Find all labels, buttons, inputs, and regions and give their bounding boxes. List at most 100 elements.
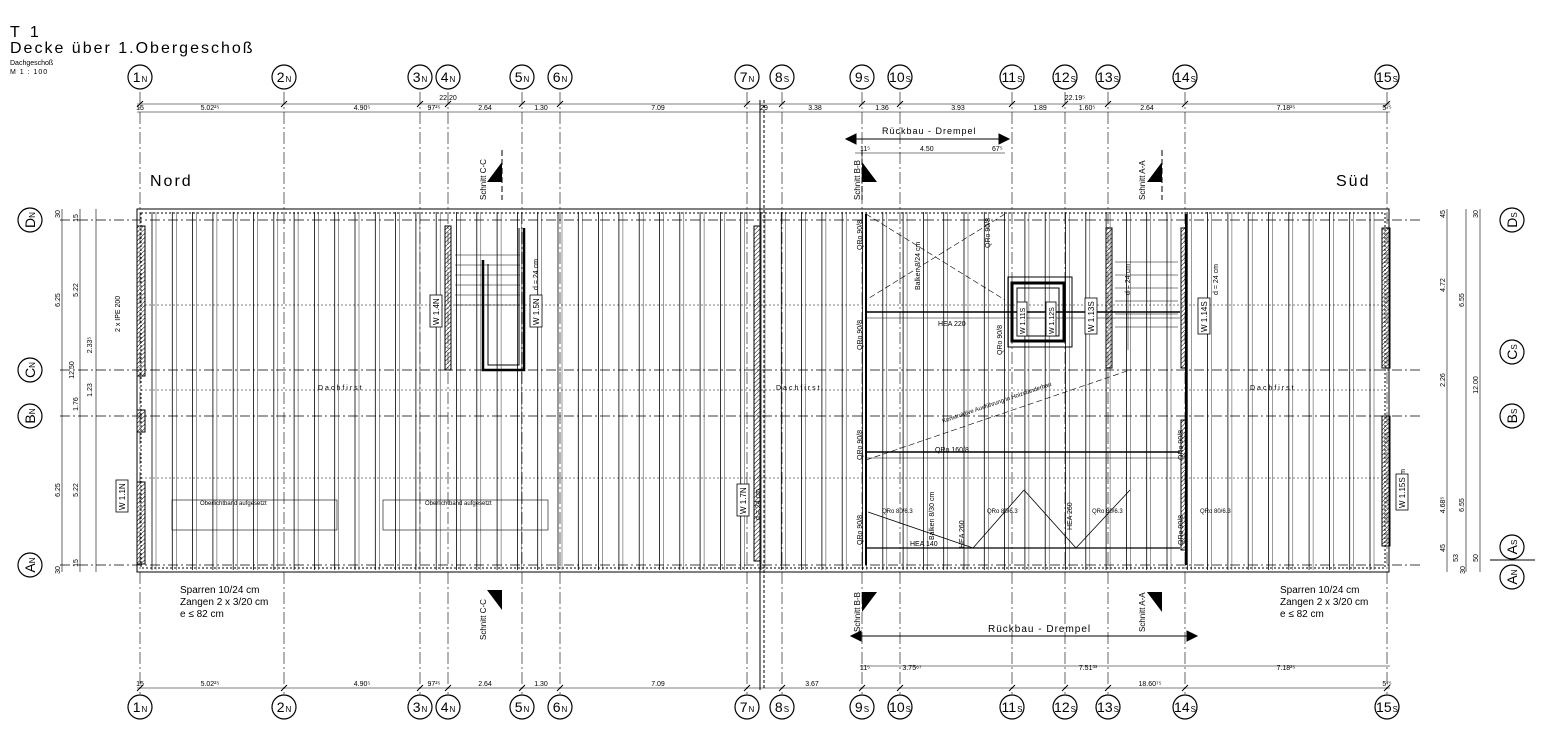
section-bb-bottom (862, 592, 877, 612)
drawing-title: Decke über 1.Obergeschoß (10, 40, 255, 57)
svg-text:W 1.4N: W 1.4N (432, 298, 441, 325)
svg-text:4N: 4N (441, 699, 456, 715)
axis-bubble-top-8S: 8S (769, 64, 795, 90)
svg-text:W 1.14S: W 1.14S (1200, 301, 1209, 332)
wall-1-7 (753, 225, 761, 562)
svg-text:7N: 7N (740, 699, 755, 715)
axis-bubble-bottom-12S: 12S (1052, 694, 1078, 720)
dim-left-4: 12.50 (69, 361, 76, 379)
dim-bottom-9: 3.75⁶⁷ (902, 665, 922, 672)
dim-left-9: 5.22 (73, 483, 80, 497)
post-qro90-8: QRo 90/8 (1178, 515, 1185, 545)
wall-thickness-1-13: d = 24 cm (1125, 264, 1132, 295)
svg-text:6N: 6N (553, 699, 568, 715)
dim-left-2: 6.25 (55, 293, 62, 307)
svg-text:W 1.12S: W 1.12S (1049, 307, 1056, 334)
axis-bubble-top-4N: 4N (435, 64, 461, 90)
section-cc-label-top: Schnitt C-C (479, 159, 488, 200)
dim-bottom-2: 4.90⁵ (354, 681, 371, 688)
dim-left-6: 1.76 (73, 397, 80, 411)
dim-top-11: 1.89 (1033, 105, 1047, 112)
dim-top-2: 4.90⁵ (354, 105, 371, 112)
wall-thickness-1-7: d = 24 cm (755, 489, 762, 520)
wall-tag-1-5: W 1.5N (529, 294, 543, 328)
svg-text:W 1.1N: W 1.1N (118, 483, 127, 510)
axis-bubble-left-CN: CN (17, 357, 43, 383)
rueckbau-bottom-label: Rückbau - Drempel (988, 624, 1091, 635)
post-qro80-1: QRo 80/6.3 (882, 509, 913, 515)
north-label: Nord (150, 173, 193, 190)
post-qro90-1: QRo 90/8 (857, 220, 864, 250)
dim-right-7: 6.55 (1459, 498, 1466, 512)
axis-bubble-top-10S: 10S (887, 64, 913, 90)
svg-text:7N: 7N (740, 69, 755, 85)
skylight-label-2: Oberlichtband aufgesetzt (425, 501, 492, 507)
axis-bubble-right-AN-4: AN (1499, 564, 1525, 590)
tie-spec-south: Zangen 2 x 3/20 cm (1280, 597, 1368, 608)
axis-bubble-bottom-4N: 4N (435, 694, 461, 720)
post-qro80-3: QRo 80/6.3 (1092, 509, 1123, 515)
svg-text:AN: AN (22, 557, 38, 572)
dim-right-4: 2.26 (1440, 373, 1447, 387)
spacing-spec-north: e ≤ 82 cm (180, 609, 224, 620)
post-qro90-5: QRo 90/8 (985, 218, 992, 248)
wall-1-1-lower (136, 481, 146, 565)
skylight-bands (171, 499, 549, 531)
beam-hea220: HEA 220 (938, 321, 966, 328)
svg-text:14S: 14S (1174, 69, 1196, 85)
axis-bubble-right-AS-3: AS (1499, 534, 1525, 560)
axis-bubble-top-12S: 12S (1052, 64, 1078, 90)
dim-bottom-8: 11⁵ (860, 665, 870, 672)
wall-tag-1-11: W 1.11S (1016, 301, 1028, 337)
south-label: Süd (1336, 173, 1370, 190)
dim-top-4: 2.64 (478, 105, 492, 112)
svg-text:1N: 1N (133, 69, 148, 85)
timber-beam-824: Balken 8/24 cm (915, 242, 922, 290)
post-qro90-7: QRo 90/8 (1178, 430, 1185, 460)
svg-text:AS: AS (1504, 540, 1520, 555)
axis-bubble-left-DN: DN (17, 207, 43, 233)
axis-bubble-bottom-13S: 13S (1095, 694, 1121, 720)
building-outline (136, 100, 1390, 690)
dim-bottom-7: 3.67 (805, 681, 819, 688)
dim-bottom-13: 5⁷⁵ (1382, 681, 1391, 688)
axis-bubble-right-BS-2: BS (1499, 403, 1525, 429)
dim-bottom-5: 1.30 (534, 681, 548, 688)
post-qro80-4: QRo 80/6.3 (1200, 509, 1231, 515)
axis-bubble-left-AN: AN (17, 552, 43, 578)
dim-bottom-11: 18.60⁷⁵ (1139, 681, 1162, 688)
svg-text:15S: 15S (1376, 699, 1398, 715)
dim-top-7: 29 (760, 105, 768, 112)
svg-text:DN: DN (22, 212, 38, 228)
svg-text:DS: DS (1504, 212, 1520, 227)
dim-top-14: 7.18²⁵ (1277, 105, 1296, 112)
svg-text:5N: 5N (515, 69, 530, 85)
dim-top-6: 7.09 (651, 105, 665, 112)
axis-bubble-bottom-9S: 9S (849, 694, 875, 720)
ipe-label: 2 x IPE 200 (115, 296, 122, 332)
dim-right-6: 4.68⁵ (1440, 497, 1447, 514)
section-aa-top (1147, 162, 1162, 182)
dim-top-12: 1.60⁵ (1079, 105, 1096, 112)
dim-overall-north: 22.20 (439, 95, 457, 102)
floor-label: Dachgeschoß (10, 60, 54, 67)
wall-1-15-lower (1381, 415, 1391, 547)
svg-text:2N: 2N (277, 69, 292, 85)
svg-text:13S: 13S (1097, 699, 1119, 715)
dim-top-13: 2.64 (1140, 105, 1154, 112)
section-cc-label-bottom: Schnitt C-C (479, 599, 488, 640)
post-qro90-3: QRo 90/8 (857, 430, 864, 460)
svg-text:3N: 3N (413, 69, 428, 85)
svg-text:W 1.7N: W 1.7N (739, 487, 748, 514)
dim-right-10: 53 (1453, 554, 1460, 562)
ridge-label-south: Dachfirst (1250, 385, 1296, 392)
ridge-label-mid: Dachfirst (776, 385, 822, 392)
axis-bubble-bottom-15S: 15S (1374, 694, 1400, 720)
svg-text:CN: CN (22, 362, 38, 378)
dim-right-8: 50 (1473, 554, 1480, 562)
dim-bottom-1: 5.02²⁵ (201, 681, 220, 688)
tie-spec-north: Zangen 2 x 3/20 cm (180, 597, 268, 608)
axis-bubble-bottom-7N: 7N (734, 694, 760, 720)
dim-bottom-4: 2.64 (478, 681, 492, 688)
svg-text:11S: 11S (1002, 69, 1023, 85)
